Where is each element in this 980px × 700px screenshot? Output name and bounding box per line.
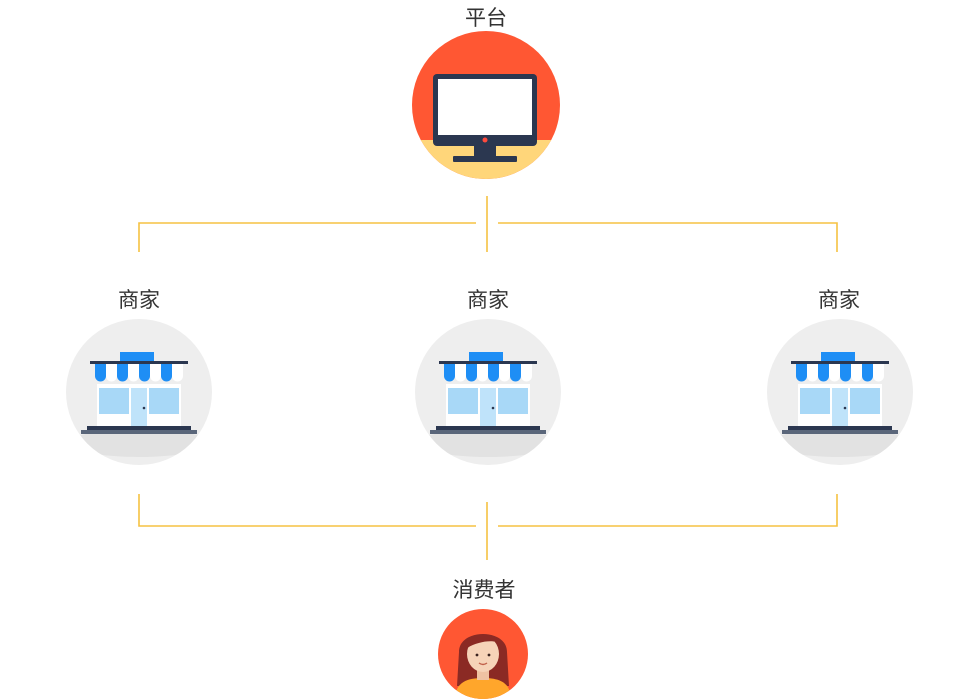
connector-top-right bbox=[498, 222, 838, 252]
merchant-label-left: 商家 bbox=[118, 288, 160, 312]
platform-label: 平台 bbox=[465, 6, 507, 30]
merchant-label-right: 商家 bbox=[818, 288, 860, 312]
shop-icon-right bbox=[767, 319, 913, 465]
merchant-label-center: 商家 bbox=[467, 288, 509, 312]
consumer-label: 消费者 bbox=[452, 578, 516, 602]
shop-icon-left bbox=[66, 319, 212, 465]
connector-bottom-left bbox=[138, 494, 476, 527]
shop-icon-center bbox=[415, 319, 561, 465]
platform-monitor-icon bbox=[412, 31, 560, 179]
connector-bottom-right bbox=[498, 494, 838, 527]
consumer-avatar-icon bbox=[438, 609, 528, 699]
connector-top-left bbox=[138, 222, 476, 252]
